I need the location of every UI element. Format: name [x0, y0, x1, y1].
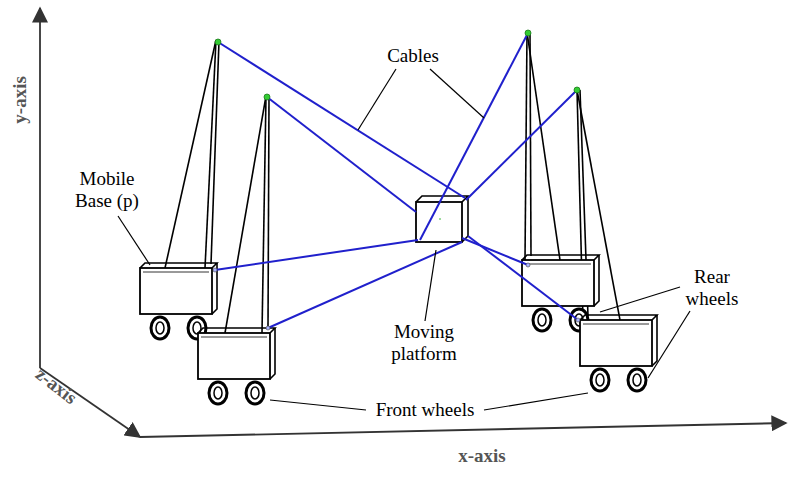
towers [165, 32, 620, 333]
cables [215, 33, 578, 328]
mobile-base [198, 328, 275, 404]
base-anchors [213, 263, 580, 330]
mobile-base [580, 315, 657, 391]
axis-label: y-axis [9, 76, 31, 124]
moving-platform [416, 196, 468, 242]
callout-label: Front wheels [376, 399, 475, 421]
x-axis-line [140, 423, 786, 437]
callout-label: Mobile Base (p) [67, 168, 147, 212]
leader-lines [118, 69, 690, 410]
axes [40, 8, 786, 437]
axis-label: z-axis [31, 363, 81, 409]
mobile-bases [140, 255, 657, 404]
anchor-points [215, 30, 580, 100]
callout-label: Cables [387, 45, 439, 67]
callout-label: Moving platform [382, 321, 466, 365]
axis-label: x-axis [458, 445, 506, 467]
callout-label: Rear wheels [681, 266, 743, 310]
y-axis-line [39, 8, 41, 368]
